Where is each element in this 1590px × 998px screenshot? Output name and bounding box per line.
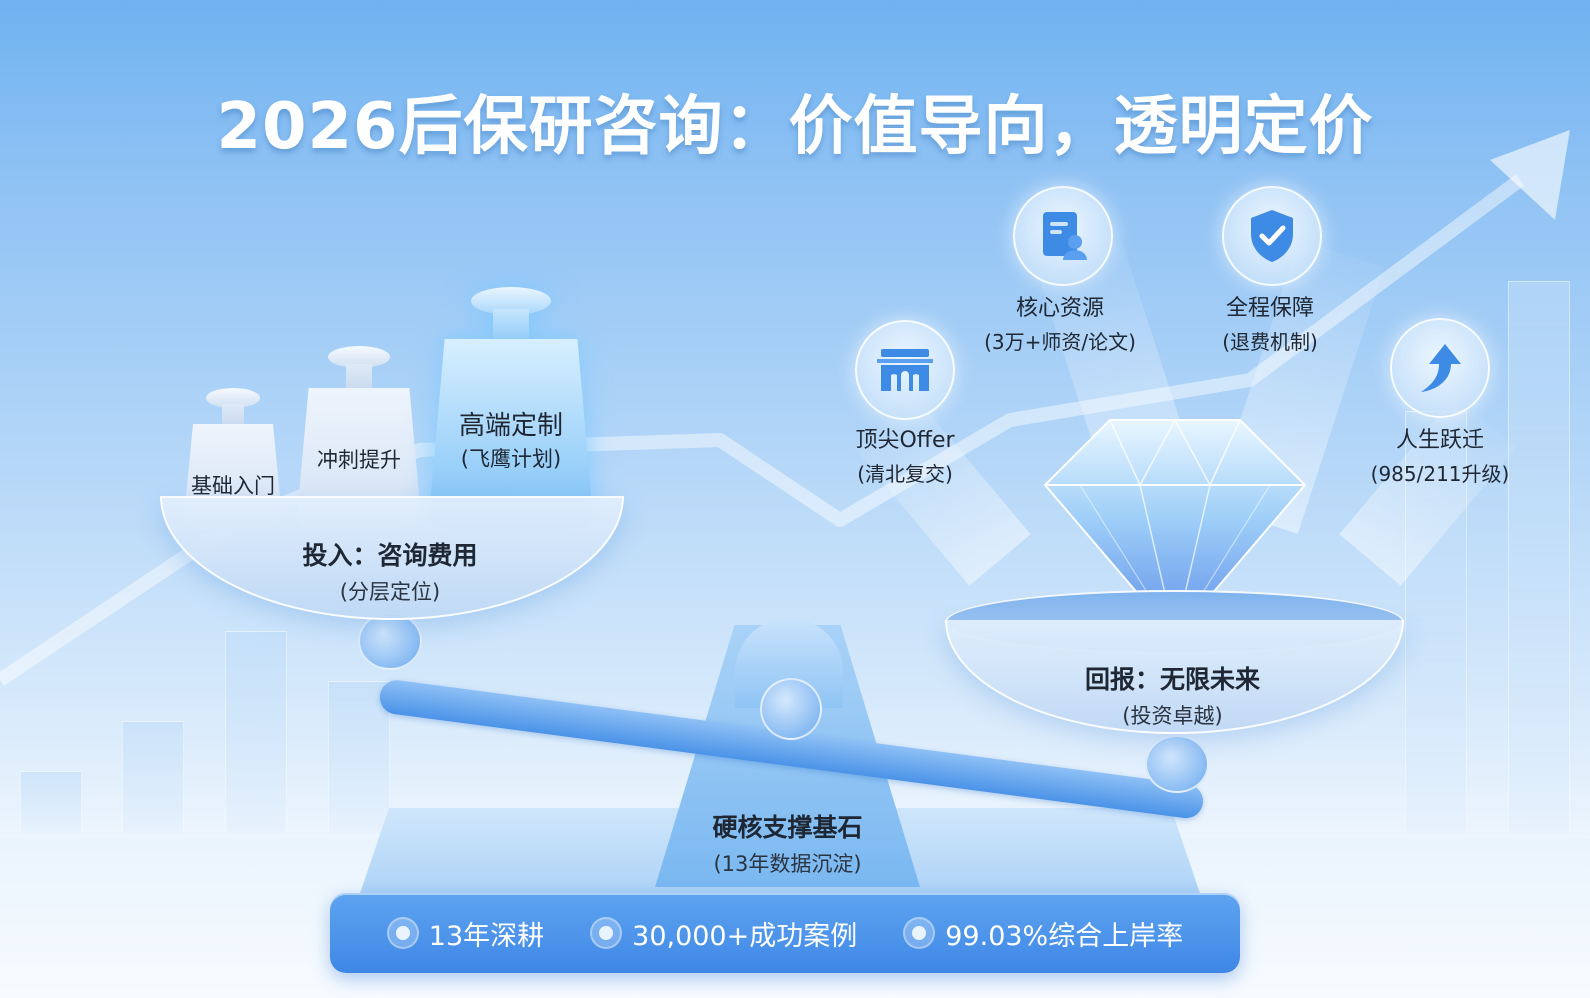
feature-icon-full-guarantee bbox=[1222, 186, 1322, 286]
background-bar bbox=[20, 771, 82, 833]
left-pan-subtitle: (分层定位) bbox=[339, 580, 441, 604]
feature-label: 人生跃迁 bbox=[1395, 428, 1484, 453]
right-pan-label: 回报：无限未来 (投资卓越) bbox=[945, 660, 1400, 730]
page-title: 2026后保研咨询：价值导向，透明定价 bbox=[216, 89, 1374, 164]
weight-premium: 高端定制 (飞鹰计划) bbox=[428, 287, 594, 528]
right-pan-title: 回报：无限未来 bbox=[1084, 665, 1260, 694]
feature-label: 顶尖Offer bbox=[855, 428, 955, 453]
bullet-dot-icon bbox=[386, 917, 419, 949]
feature-icon-top-offer bbox=[855, 320, 955, 420]
right-pan-subtitle: (投资卓越) bbox=[1122, 704, 1223, 728]
weight-neck bbox=[222, 404, 244, 426]
arrow-up-icon bbox=[1421, 344, 1461, 392]
background-bar bbox=[1508, 281, 1570, 833]
base-subtitle: (13年数据沉淀) bbox=[713, 852, 862, 876]
weight-label: 冲刺提升 bbox=[317, 448, 401, 472]
background-bar bbox=[328, 681, 390, 833]
stat-cases: 30,000+成功案例 bbox=[590, 914, 857, 953]
feature-sublabel: (985/211升级) bbox=[1370, 462, 1510, 486]
weight-neck bbox=[493, 309, 529, 343]
weight-label: 基础入门 bbox=[191, 474, 275, 498]
feature-sublabel: (清北复交) bbox=[857, 462, 953, 486]
gate-icon bbox=[877, 349, 933, 391]
left-pan-title: 投入：咨询费用 bbox=[302, 541, 478, 570]
stat-label: 99.03%综合上岸率 bbox=[945, 920, 1184, 952]
stat-years: 13年深耕 bbox=[386, 914, 545, 953]
feature-sublabel: (退费机制) bbox=[1222, 330, 1318, 354]
weight-cap bbox=[328, 346, 390, 368]
weight-cap bbox=[206, 388, 260, 408]
base-title: 硬核支撑基石 bbox=[712, 813, 863, 842]
feature-label: 核心资源 bbox=[1015, 296, 1104, 321]
background-bar bbox=[225, 631, 287, 833]
stat-label: 30,000+成功案例 bbox=[632, 920, 858, 952]
beam-end-knob bbox=[1145, 735, 1209, 793]
shield-check-icon bbox=[1251, 210, 1293, 262]
beam-end-knob bbox=[358, 612, 422, 670]
feature-life-leap: 人生跃迁 (985/211升级) bbox=[1350, 422, 1530, 487]
stat-rate: 99.03%综合上岸率 bbox=[903, 914, 1183, 953]
stat-label: 13年深耕 bbox=[428, 920, 545, 952]
pivot-knob bbox=[760, 678, 822, 740]
weight-neck bbox=[346, 364, 372, 390]
feature-icon-life-leap bbox=[1390, 318, 1490, 418]
weight-sublabel: (飞鹰计划) bbox=[460, 447, 562, 471]
feature-sublabel: (3万+师资/论文) bbox=[984, 330, 1136, 354]
background-bar bbox=[1405, 411, 1467, 833]
feature-icon-core-resources bbox=[1013, 186, 1113, 286]
left-pan-label: 投入：咨询费用 (分层定位) bbox=[160, 536, 620, 606]
bullet-dot-icon bbox=[903, 917, 936, 949]
weight-label: 高端定制 bbox=[458, 411, 563, 441]
feature-top-offer: 顶尖Offer (清北复交) bbox=[835, 422, 975, 487]
feature-full-guarantee: 全程保障 (退费机制) bbox=[1200, 290, 1340, 355]
feature-core-resources: 核心资源 (3万+师资/论文) bbox=[960, 290, 1160, 355]
background-bar bbox=[122, 721, 184, 833]
scroll-person-icon bbox=[1043, 212, 1087, 260]
feature-label: 全程保障 bbox=[1225, 296, 1314, 321]
base-label: 硬核支撑基石 (13年数据沉淀) bbox=[655, 808, 920, 878]
bullet-dot-icon bbox=[590, 917, 623, 949]
stats-bar: 13年深耕 30,000+成功案例 99.03%综合上岸率 bbox=[330, 893, 1240, 973]
